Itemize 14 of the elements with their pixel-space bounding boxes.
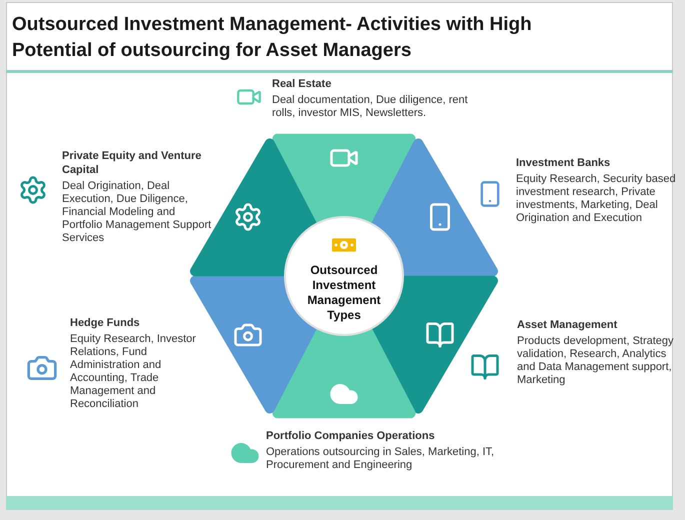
category-description: Equity Research, Security based investment research, Private investments, Marketing, Deal Origination and Execution (516, 173, 677, 225)
category-heading: Portfolio Companies Operations (266, 429, 436, 443)
category-heading: Hedge Funds (70, 316, 141, 330)
title: Outsourced Investment Management- Activities with High Potential of outsourcing for Asset Managers (12, 13, 532, 63)
category-heading: Investment Banks (516, 156, 612, 170)
category-description: Equity Research, Investor Relations, Fund Administration and Accounting, Trade Management and Reconciliation (70, 333, 197, 411)
category-description: Deal Origination, Deal Execution, Due Diligence, Financial Modeling and Portfolio Management Support Services (62, 180, 212, 245)
center-title: Outsourced Investment Management Types (306, 263, 382, 323)
category-heading: Asset Management (517, 318, 618, 332)
category-description: Deal documentation, Due diligence, rent rolls, investor MIS, Newsletters. (272, 94, 469, 120)
category-description: Products development, Strategy validation, Research, Analytics and Data Management support, Marketing (517, 335, 675, 387)
category-description: Operations outsourcing in Sales, Marketing, IT, Procurement and Engineering (266, 446, 496, 472)
category-heading: Real Estate (272, 77, 332, 91)
category-heading: Private Equity and Venture Capital (62, 149, 202, 177)
